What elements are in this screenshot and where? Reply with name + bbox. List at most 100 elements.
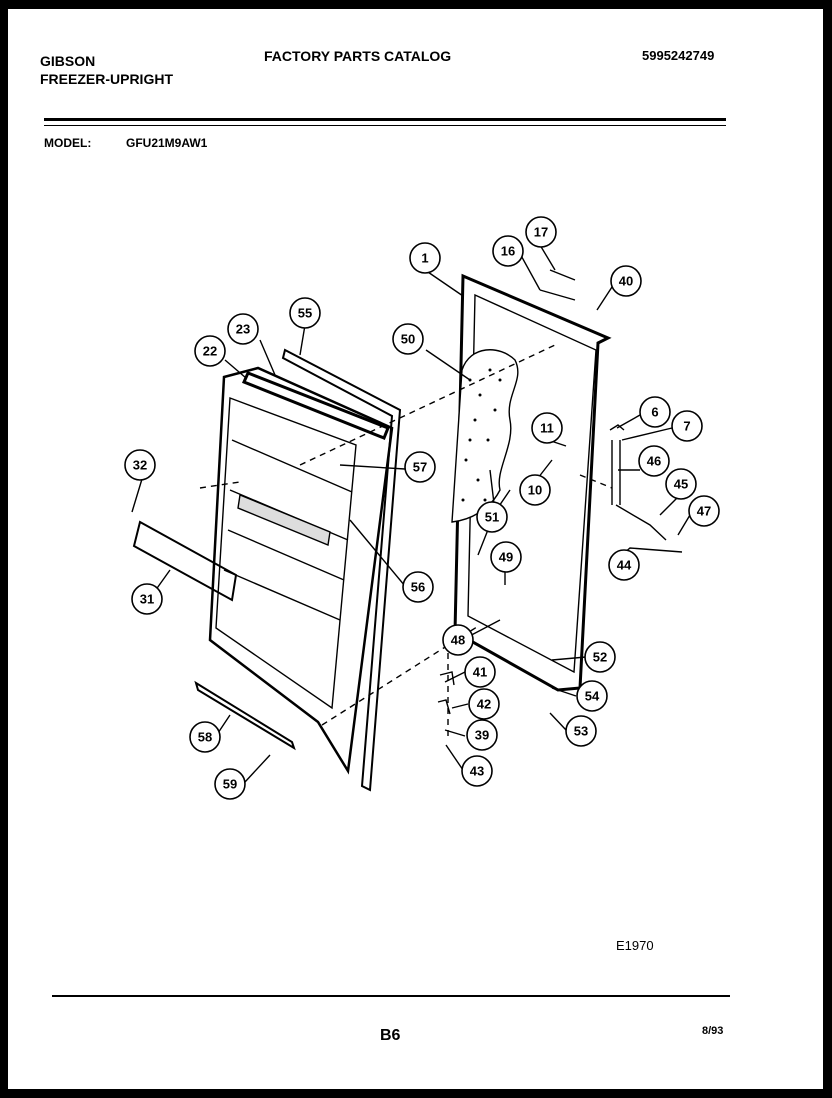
callout-31: 31 [131,583,163,615]
callout-40: 40 [610,265,642,297]
leader-57 [339,464,406,470]
callout-22: 22 [194,335,226,367]
callout-circle [519,474,551,506]
callout-number: 47 [697,504,711,519]
callout-54: 54 [576,680,608,712]
callout-circle [565,715,597,747]
callout-number: 52 [593,650,607,665]
catalog-title: FACTORY PARTS CATALOG [264,48,452,64]
callout-number: 55 [298,306,312,321]
leader-43 [445,744,464,771]
brand-block: GIBSON FREEZER-UPRIGHT [40,52,173,88]
door-seal-strip [281,348,402,792]
callout-circle [671,410,703,442]
callout-number: 42 [477,697,491,712]
callout-circle [610,265,642,297]
callout-58: 58 [189,721,221,753]
callout-circle [525,216,557,248]
liner-shelf-3 [227,529,345,581]
callout-52: 52 [584,641,616,673]
leader-23 [259,339,276,376]
callout-7: 7 [671,410,703,442]
callout-48: 48 [442,624,474,656]
callout-circle [466,719,498,751]
brand-name: GIBSON [40,53,96,69]
callout-number: 7 [683,419,690,434]
explosion-leader-2 [199,481,241,489]
kickplate [194,680,296,751]
callout-51: 51 [476,501,508,533]
callout-43: 43 [461,755,493,787]
leader-39 [444,729,466,737]
leader-59 [244,754,271,783]
callout-circle [638,445,670,477]
handle-bar-46 [611,440,621,505]
callout-number: 6 [651,405,658,420]
callout-circle [492,235,524,267]
callout-44: 44 [608,549,640,581]
callout-number: 31 [140,592,154,607]
model-value: GFU21M9AW1 [126,136,208,150]
callout-1: 1 [409,242,441,274]
callout-number: 11 [540,421,554,436]
callout-number: 50 [401,332,415,347]
callout-53: 53 [565,715,597,747]
callout-circle [688,495,720,527]
callout-39: 39 [466,719,498,751]
callout-45: 45 [665,468,697,500]
callout-circle [189,721,221,753]
callout-circle [194,335,226,367]
leader-53 [549,712,567,731]
callout-6: 6 [639,396,671,428]
callout-circle [608,549,640,581]
callout-circle [392,323,424,355]
leader-40 [596,286,613,311]
callout-number: 59 [223,777,237,792]
callout-number: 43 [470,764,484,779]
callout-number: 17 [534,225,548,240]
callout-circle [639,396,671,428]
liner-shelf-4 [223,569,341,621]
footer-rule [52,995,730,997]
door-shelf-rail [132,520,238,602]
callout-32: 32 [124,449,156,481]
callout-circle [531,412,563,444]
callout-number: 58 [198,730,212,745]
callout-number: 56 [411,580,425,595]
leader-55 [299,324,306,356]
leader-41 [444,671,466,683]
callout-circle [461,755,493,787]
callout-49: 49 [490,541,522,573]
callout-number: 22 [203,344,217,359]
handle-linkage-44 [615,504,667,541]
door-gasket [241,371,390,440]
callout-55: 55 [289,297,321,329]
callout-47: 47 [688,495,720,527]
callout-number: 45 [674,477,688,492]
callout-number: 32 [133,458,147,473]
callout-circle [476,501,508,533]
callout-number: 53 [574,724,588,739]
callout-41: 41 [464,656,496,688]
callout-circle [665,468,697,500]
diagram-code: E1970 [616,938,654,953]
leader-10 [537,459,553,479]
callout-circle [468,688,500,720]
callout-circle [576,680,608,712]
callout-number: 1 [421,251,428,266]
callout-46: 46 [638,445,670,477]
callout-number: 16 [501,244,515,259]
callout-10: 10 [519,474,551,506]
door-liner-inner [215,397,357,710]
callout-number: 46 [647,454,661,469]
leader-50 [425,349,471,381]
callout-circle [409,242,441,274]
leader-54 [551,687,577,697]
callout-50: 50 [392,323,424,355]
leader-7 [621,427,673,441]
explosion-leader-4 [579,474,613,489]
callout-circle [131,583,163,615]
leader-47 [677,514,691,536]
callout-circle [442,624,474,656]
